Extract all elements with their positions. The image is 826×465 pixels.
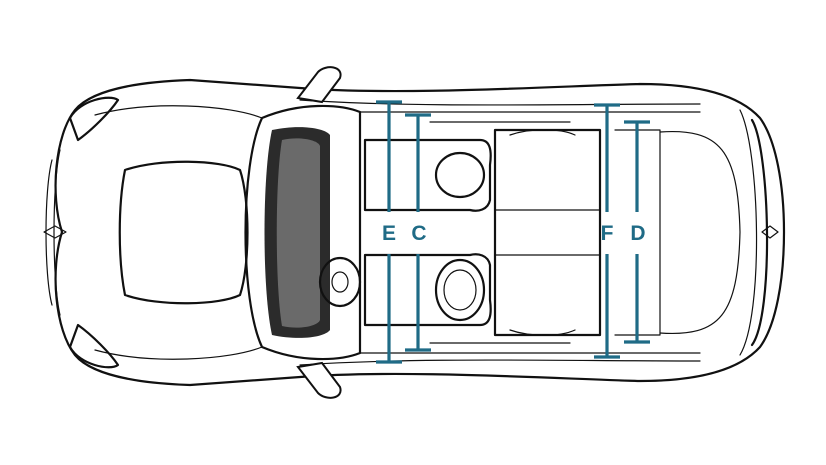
dimension-c-label: C	[411, 222, 426, 245]
rear-emblem-icon	[761, 225, 779, 239]
car-body	[43, 66, 786, 399]
dimension-f-label: F	[601, 222, 614, 245]
dimension-e-label: E	[382, 222, 396, 245]
brand-emblem-icon	[43, 225, 67, 239]
cabin	[244, 104, 701, 361]
dimension-d-label: D	[630, 222, 645, 245]
dimension-d: D	[624, 120, 650, 344]
dimension-f: F	[594, 103, 620, 359]
dimension-e: E	[376, 100, 402, 364]
dimension-c: C	[405, 113, 431, 352]
dimension-markers: E C F D	[376, 100, 650, 364]
